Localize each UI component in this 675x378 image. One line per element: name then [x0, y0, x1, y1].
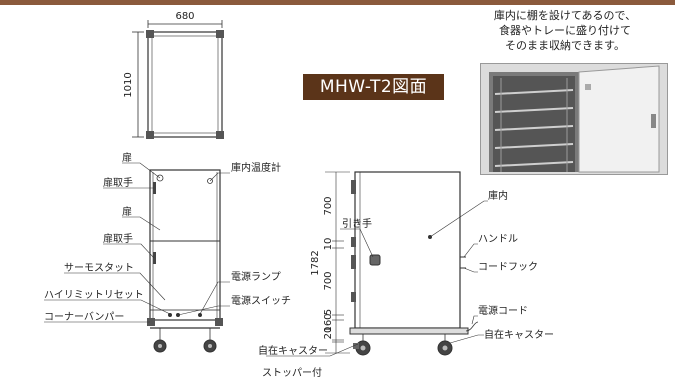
dim-seg-700-lower: 700 [323, 271, 334, 290]
label-caster-stopper-2: ストッパー付 [262, 366, 322, 378]
side-view [349, 171, 479, 356]
side-dimensions [325, 171, 350, 354]
dim-width: 680 [175, 11, 194, 22]
label-corner-bumper: コーナーバンパー [44, 311, 124, 323]
label-thermometer: 庫内温度計 [231, 161, 281, 174]
label-thermostat: サーモスタット [64, 262, 134, 274]
label-inner: 庫内 [488, 189, 508, 202]
dim-seg-700-upper: 700 [323, 196, 334, 215]
dim-height: 1782 [310, 250, 321, 275]
label-power-switch: 電源スイッチ [231, 294, 291, 307]
caption-line-2: 食器やトレーに盛り付けて [499, 24, 631, 37]
label-door-2: 扉 [122, 205, 132, 218]
interior-shelves-illustration [481, 64, 667, 174]
side-leaders [266, 200, 488, 357]
label-high-limit-reset: ハイリミットリセット [44, 289, 144, 301]
dim-seg-20: 20 [323, 327, 334, 340]
model-title: MHW-T2図面 [303, 74, 444, 100]
caption: 庫内に棚を設けてあるので、 食器やトレーに盛り付けて そのまま収納できます。 [458, 8, 672, 53]
dim-depth: 1010 [123, 72, 134, 97]
front-leaders [44, 162, 230, 323]
dim-seg-10: 10 [323, 238, 334, 251]
front-view [147, 169, 223, 353]
label-handle: ハンドル [478, 234, 518, 245]
top-accent-bar [0, 0, 675, 5]
caption-line-1: 庫内に棚を設けてあるので、 [493, 9, 637, 22]
label-cord-hook: コードフック [478, 261, 538, 273]
label-power-cord: 電源コード [478, 304, 528, 317]
interior-photo [480, 63, 668, 175]
caption-line-3: そのまま収納できます。 [505, 39, 625, 52]
label-door-handle-2: 扉取手 [103, 232, 133, 245]
dim-seg-160: 160 [323, 313, 334, 332]
label-pull-handle: 引き手 [342, 217, 372, 230]
dim-seg-5: 5 [323, 309, 334, 315]
label-caster-stopper-1: 自在キャスター [258, 344, 328, 357]
label-door-handle-1: 扉取手 [103, 176, 133, 189]
label-caster: 自在キャスター [484, 328, 554, 341]
label-door-1: 扉 [122, 151, 132, 164]
top-view [132, 20, 224, 139]
label-power-lamp: 電源ランプ [231, 270, 281, 283]
